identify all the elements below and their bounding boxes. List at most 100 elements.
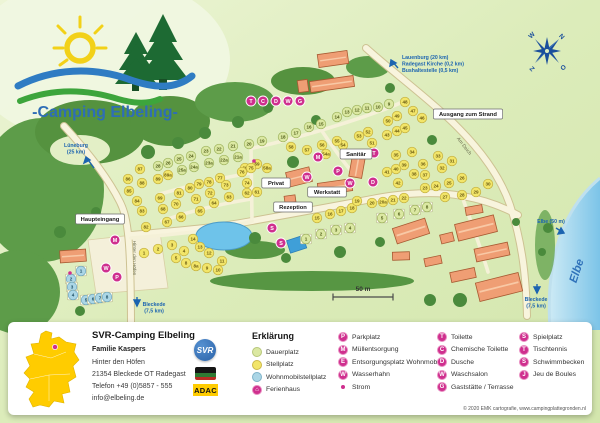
pitch-number: 85 xyxy=(126,189,132,194)
pitch-number: 8 xyxy=(426,205,429,210)
pitch-number: 80 xyxy=(187,186,193,191)
muell-glyph: M xyxy=(316,155,321,161)
pitch-yellow-68 xyxy=(157,203,169,215)
pitch-number: 47 xyxy=(410,109,416,114)
pitch-number: 61 xyxy=(254,190,260,195)
pitch-number: 14 xyxy=(334,115,340,120)
pitch-blue-1 xyxy=(75,265,87,277)
parkplatz-icon xyxy=(332,165,344,177)
camping-elbeling-logo: -Camping Elbeling- xyxy=(14,14,196,121)
pitch-yellow-37 xyxy=(419,169,431,181)
pitch-number: 67 xyxy=(164,220,170,225)
pitch-number: 6 xyxy=(92,297,95,302)
pitch-yellow-49 xyxy=(391,110,403,122)
pitch-number: 54 xyxy=(340,143,346,148)
distance-label: Elbe (50 m) xyxy=(537,219,565,225)
pitch-number: 21 xyxy=(390,198,396,203)
pitch-number: 7 xyxy=(99,296,102,301)
pitch-yellow-50 xyxy=(382,115,394,127)
spielplatz-icon xyxy=(266,222,278,234)
pitch-number: 32 xyxy=(439,166,445,171)
pitch-number: 17 xyxy=(338,209,344,214)
entsorgung-icon: E xyxy=(338,357,348,368)
legend-label: Gaststätte / Terrasse xyxy=(451,383,514,391)
pitch-number: 38 xyxy=(411,172,417,177)
legend-label: Stellplatz xyxy=(266,361,294,369)
contact-family: Familie Kaspers xyxy=(92,346,146,353)
legend-label: Jeu de Boules xyxy=(533,371,577,379)
pitch-green-1 xyxy=(300,233,312,245)
pitch-green-17 xyxy=(290,127,302,139)
waschsalon-icon: W xyxy=(437,369,447,380)
pitch-green-15 xyxy=(315,118,327,130)
pitch-yellow-42 xyxy=(392,177,404,189)
pitch-number: 2 xyxy=(157,247,160,252)
legend-label: Dusche xyxy=(451,358,475,366)
pitch-number: 24a xyxy=(190,165,198,170)
pitch-yellow-74 xyxy=(241,177,253,189)
pitch-number: 15 xyxy=(314,216,320,221)
pitch-number: 35 xyxy=(393,153,399,158)
pitch-number: 12 xyxy=(354,108,360,113)
direction-arrows xyxy=(82,58,566,308)
pitch-yellow-81 xyxy=(173,187,185,199)
pitch-green-28 xyxy=(152,160,164,172)
legend-label: Spielplatz xyxy=(533,333,563,341)
pitch-yellow-3 xyxy=(166,239,178,251)
wasserhahn-icon xyxy=(100,262,112,274)
pitch-number: 1 xyxy=(305,237,308,242)
scale-bar xyxy=(332,293,394,301)
schwimmbecken-glyph: S xyxy=(279,241,283,247)
pitch-yellow-85 xyxy=(123,185,135,197)
pitch-number: 88 xyxy=(139,181,145,186)
waschsalon-glyph: W xyxy=(347,181,353,187)
pitch-yellow-72 xyxy=(204,187,216,199)
pitch-number: 20 xyxy=(369,201,375,206)
legend-label: Dauerplatz xyxy=(266,348,299,356)
pitch-number: 8a xyxy=(193,264,199,269)
pitch-yellow-4 xyxy=(178,245,190,257)
pitch-yellow-79 xyxy=(193,178,205,190)
pitch-yellow-25 xyxy=(443,177,455,189)
distance-label: Bushaltestelle (0,5 km) xyxy=(402,68,458,74)
pitch-yellow-30 xyxy=(482,178,494,190)
pitch-yellow-82 xyxy=(140,221,152,233)
label-box xyxy=(307,186,347,198)
pitch-number: 33 xyxy=(435,154,441,159)
pitch-number: 3 xyxy=(71,285,74,290)
pitch-yellow-40 xyxy=(390,163,402,175)
pitch-yellow-67 xyxy=(161,216,173,228)
copyright-credit: © 2020 EMK cartografie, www.campingplatt… xyxy=(463,406,586,412)
pitch-yellow-65 xyxy=(194,205,206,217)
pitch-yellow-1 xyxy=(138,247,150,259)
label-text: Haupteingang xyxy=(81,217,120,223)
svr-logo: SVR xyxy=(194,339,216,361)
parkplatz-icon: P xyxy=(338,332,348,343)
gaststaette-icon xyxy=(294,95,306,107)
pitch-green-11 xyxy=(361,102,373,114)
dusche-glyph: D xyxy=(274,99,278,105)
pitch-yellow-41 xyxy=(381,166,393,178)
pitch-number: 69 xyxy=(157,196,163,201)
pitch-number: 23a xyxy=(205,161,213,166)
waves-icon xyxy=(14,67,196,106)
label-box xyxy=(261,177,291,189)
pitch-number: 76 xyxy=(239,170,245,175)
pitch-number: 6 xyxy=(398,212,401,217)
legend-label: Wasserhahn xyxy=(352,371,390,379)
pitch-blue-4 xyxy=(67,289,79,301)
pitch-yellow-36 xyxy=(417,158,429,170)
pitch-green-9 xyxy=(383,98,395,110)
pitch-number: 46 xyxy=(419,116,425,121)
pitch-number: 16 xyxy=(306,125,312,130)
pitch-yellow-75 xyxy=(245,162,257,174)
pitch-number: 59 xyxy=(254,162,260,167)
compass-w: W xyxy=(527,30,537,40)
pitch-number: 3 xyxy=(171,243,174,248)
pitch-number: 87 xyxy=(137,167,143,172)
pitch-yellow-77 xyxy=(214,172,226,184)
yellow-swatch xyxy=(252,359,262,370)
